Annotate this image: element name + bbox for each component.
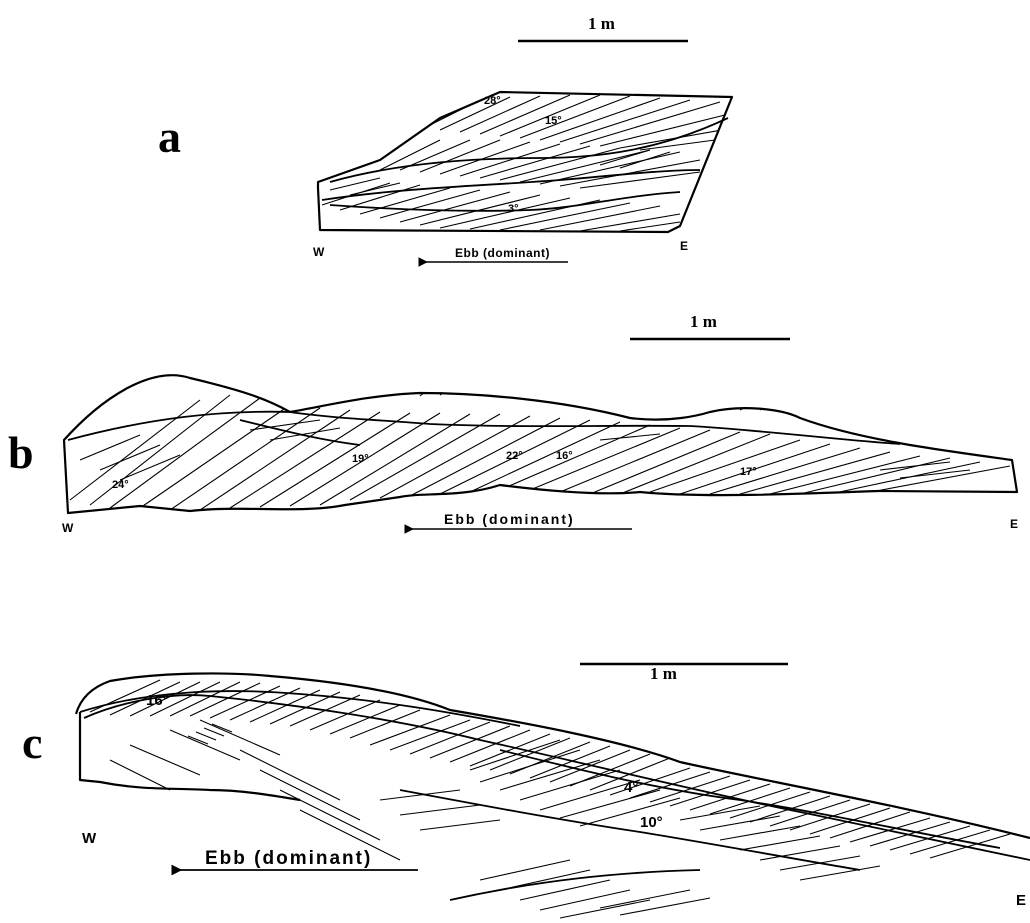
angle-label-a-3: 3° bbox=[508, 203, 519, 215]
ebb-label-a: Ebb (dominant) bbox=[455, 246, 550, 260]
bedding-section-c bbox=[76, 673, 1030, 918]
panel-b: b 1 m 24° 19° 22° 16° 17° W E bbox=[8, 312, 1018, 535]
ebb-arrow-a: Ebb (dominant) bbox=[426, 246, 568, 262]
scale-bar-b: 1 m bbox=[630, 312, 790, 339]
bedding-section-b bbox=[64, 375, 1017, 513]
bedding-section-a bbox=[318, 92, 732, 232]
angle-label-c-1: 16° bbox=[146, 692, 169, 709]
west-label-a: W bbox=[313, 245, 325, 259]
panel-a: a 1 m 28° 15° 3° W E Ebb (dominant) bbox=[158, 14, 732, 262]
angle-label-b-4: 16° bbox=[556, 450, 573, 462]
west-label-c: W bbox=[82, 830, 97, 847]
panel-letter-a: a bbox=[158, 111, 181, 162]
angle-label-a-2: 15° bbox=[545, 115, 562, 127]
angle-label-c-2: 4° bbox=[624, 779, 638, 796]
angle-label-c-3: 10° bbox=[640, 814, 663, 831]
panel-letter-b: b bbox=[8, 427, 34, 478]
angle-label-b-3: 22° bbox=[506, 450, 523, 462]
angle-label-a-1: 28° bbox=[484, 95, 501, 107]
angle-label-b-1: 24° bbox=[112, 479, 129, 491]
angle-label-b-2: 19° bbox=[352, 453, 369, 465]
panel-letter-c: c bbox=[22, 717, 42, 768]
ebb-label-c: Ebb (dominant) bbox=[205, 848, 372, 869]
scale-label-b: 1 m bbox=[690, 312, 717, 331]
east-label-b: E bbox=[1010, 517, 1018, 531]
scale-label-a: 1 m bbox=[588, 14, 615, 33]
west-label-b: W bbox=[62, 521, 74, 535]
scale-label-c: 1 m bbox=[650, 664, 677, 683]
east-label-c: E bbox=[1016, 892, 1026, 909]
ebb-label-b: Ebb (dominant) bbox=[444, 511, 575, 527]
panel-c: c 1 m 16° 4° bbox=[22, 664, 1030, 918]
scale-bar-a: 1 m bbox=[518, 14, 688, 41]
angle-label-b-5: 17° bbox=[740, 466, 757, 478]
ebb-arrow-b: Ebb (dominant) bbox=[412, 511, 632, 529]
scale-bar-c: 1 m bbox=[580, 664, 788, 683]
east-label-a: E bbox=[680, 239, 688, 253]
